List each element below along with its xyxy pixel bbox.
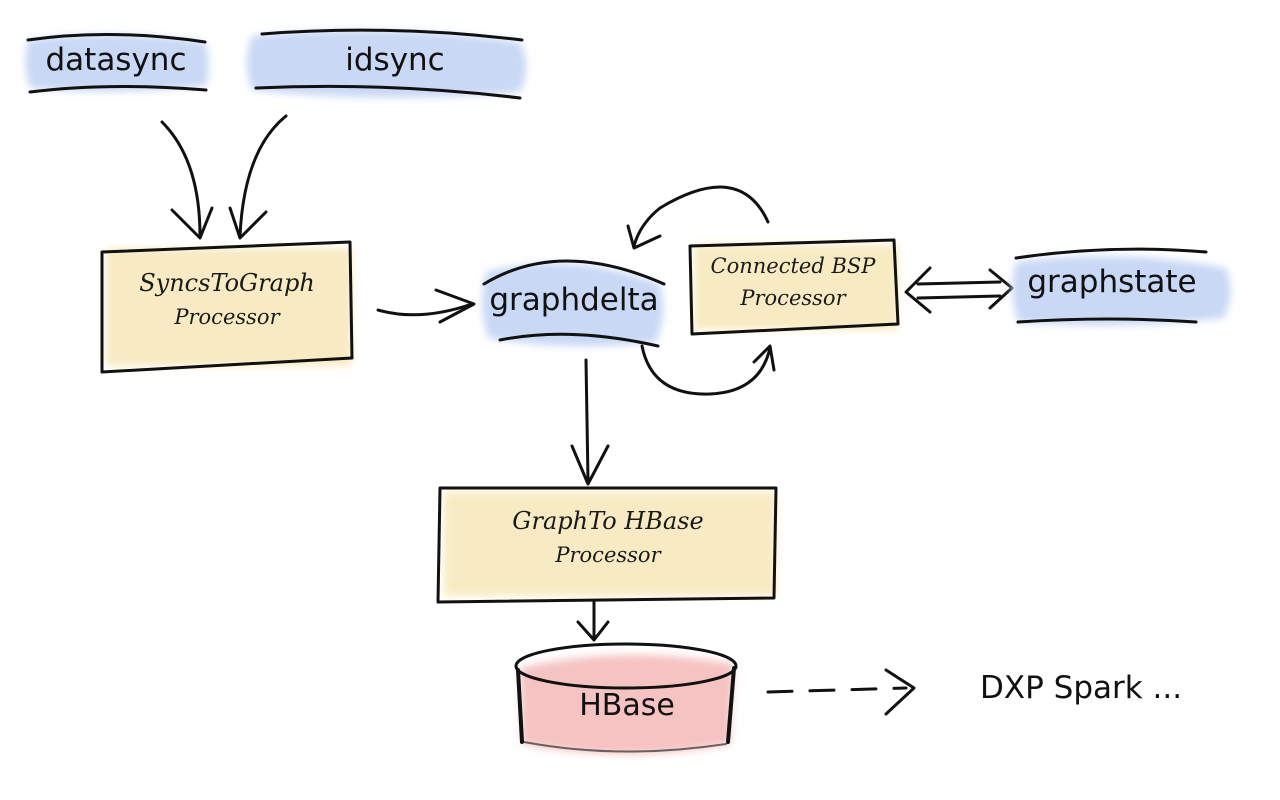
topic-label-idsync: idsync bbox=[345, 42, 445, 78]
processor-connectedbsp-shape bbox=[688, 238, 900, 336]
topic-datasync-shape bbox=[25, 32, 209, 94]
topic-graphdelta-shape bbox=[482, 259, 666, 348]
processor-connectedbsp-line2: Processor bbox=[740, 286, 846, 310]
arrow-idsync-to-syncstograph bbox=[228, 114, 288, 240]
arrow-graphdelta-to-connectedbsp bbox=[640, 344, 776, 396]
processor-label-graphtohbase: GraphTo HBase Processor bbox=[440, 504, 776, 572]
topic-label-graphstate: graphstate bbox=[1027, 264, 1197, 300]
processor-label-connectedbsp: Connected BSP Processor bbox=[690, 250, 896, 314]
store-label-hbase: HBase bbox=[579, 688, 675, 723]
arrow-datasync-to-syncstograph bbox=[160, 120, 214, 240]
processor-syncstograph-line1: SyncsToGraph bbox=[139, 269, 315, 297]
arrow-connectedbsp-graphstate-bidirectional bbox=[904, 266, 1014, 314]
arrow-syncstograph-to-graphdelta bbox=[376, 288, 476, 324]
topic-label-datasync: datasync bbox=[45, 42, 187, 78]
topic-label-graphdelta: graphdelta bbox=[489, 282, 659, 318]
topic-graphstate-shape bbox=[1012, 247, 1231, 326]
processor-connectedbsp-line1: Connected BSP bbox=[710, 254, 876, 278]
arrow-connectedbsp-to-graphdelta bbox=[626, 185, 770, 250]
arrow-hbase-to-dxpspark-dashed bbox=[766, 668, 916, 716]
arrow-graphdelta-to-graphtohbase bbox=[570, 358, 610, 486]
topic-idsync-shape bbox=[247, 28, 526, 100]
processor-label-syncstograph: SyncsToGraph Processor bbox=[104, 266, 350, 334]
processor-syncstograph-line2: Processor bbox=[174, 305, 280, 329]
processor-graphtohbase-shape bbox=[436, 486, 778, 604]
store-hbase-shape bbox=[514, 642, 738, 754]
arrow-graphtohbase-to-hbase bbox=[576, 600, 610, 642]
processor-graphtohbase-line1: GraphTo HBase bbox=[512, 507, 704, 535]
external-label-dxp-spark: DXP Spark ... bbox=[980, 670, 1183, 706]
processor-graphtohbase-line2: Processor bbox=[555, 543, 661, 567]
processor-syncstograph-shape bbox=[100, 240, 354, 374]
